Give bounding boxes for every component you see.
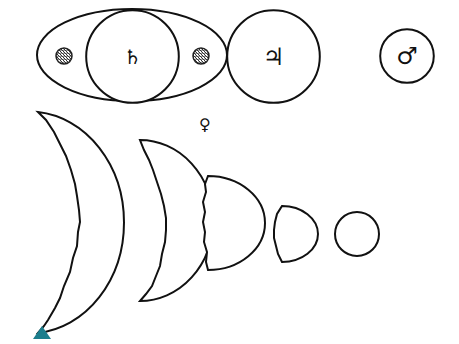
planet-symbol: ♂ (396, 44, 418, 68)
venus-gibbous (203, 176, 265, 270)
planet-disc: ♃ (226, 9, 321, 104)
symbol-holder: ♄ (85, 9, 180, 104)
planet-symbol: ♄ (124, 47, 142, 67)
planet-symbol: ♃ (263, 45, 285, 69)
marker-triangle (33, 326, 51, 339)
planet-symbol-label: ♀ (199, 117, 211, 133)
symbol-holder: ♃ (226, 9, 321, 104)
symbol-holder: ♂ (379, 28, 435, 84)
planet-disc: ♄ (85, 9, 180, 104)
venus-gibbous (274, 206, 318, 262)
planet-disc: ♂ (379, 28, 435, 84)
ring-ansa (56, 48, 72, 64)
venus-crescent (38, 112, 124, 333)
venus-crescent (140, 140, 213, 301)
venus-full (335, 212, 379, 256)
ring-ansa (193, 48, 209, 64)
